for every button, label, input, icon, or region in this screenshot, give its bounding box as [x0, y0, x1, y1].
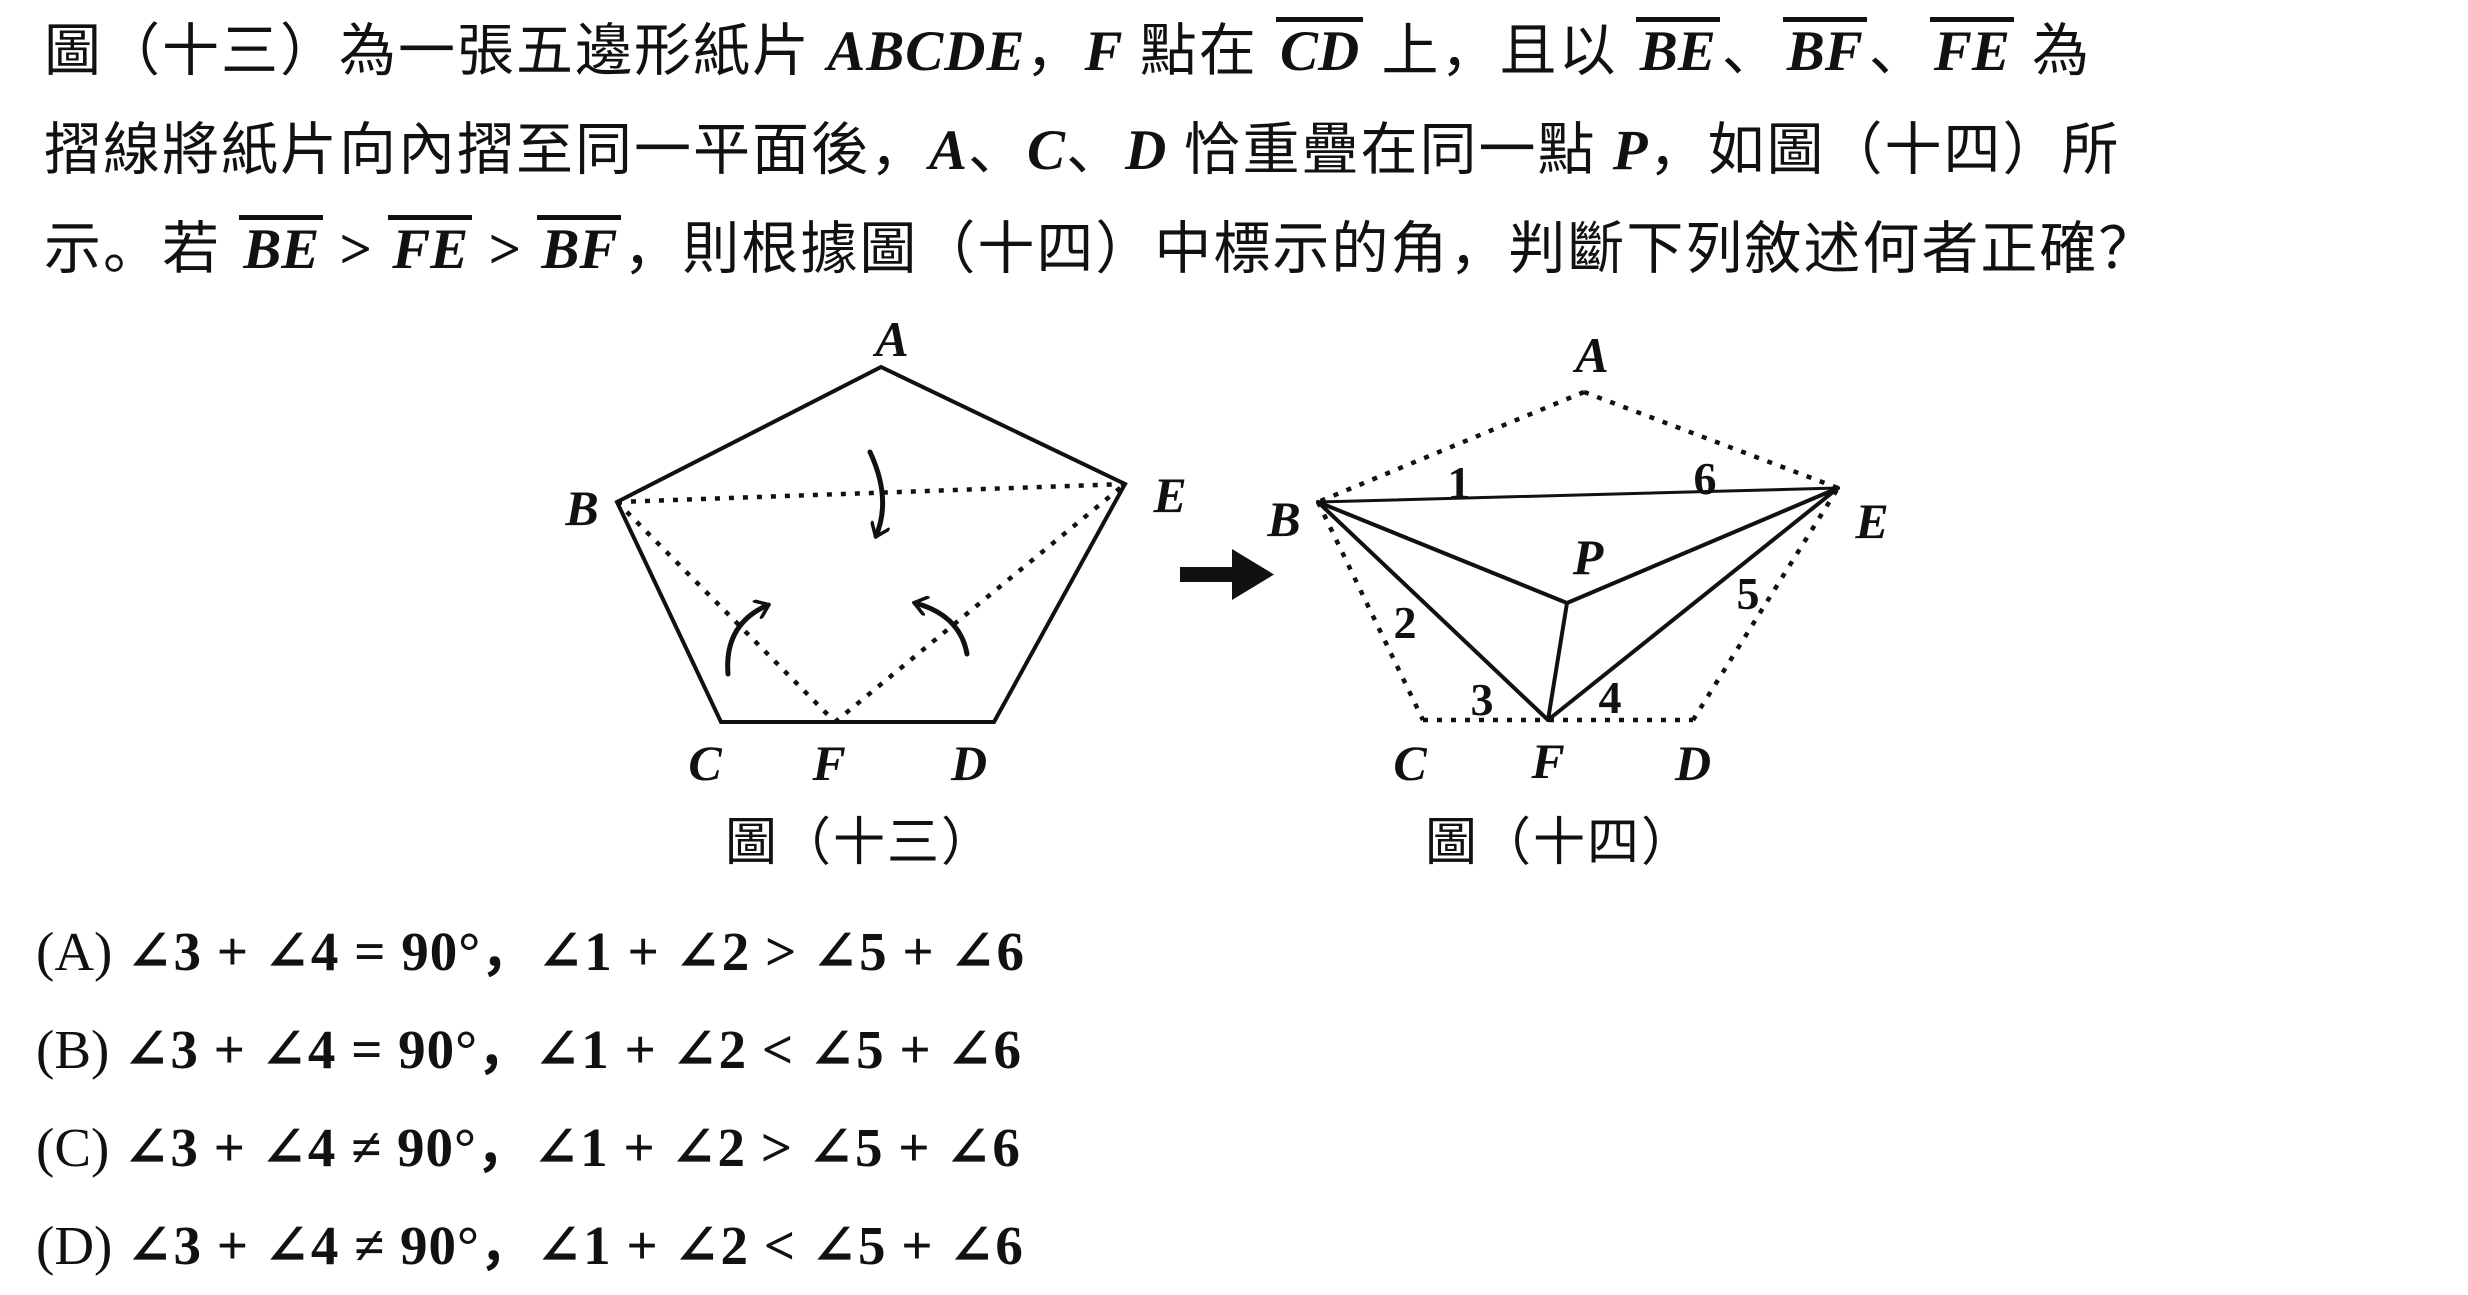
figure-13-pentagon-diagram: A B E C F D — [564, 311, 1186, 791]
text-segment: ABCDE — [827, 20, 1026, 83]
crease-PE — [1565, 486, 1840, 605]
crease-PF — [1546, 601, 1569, 722]
figure-14-folded-diagram: A B E P C F D 1 6 2 5 3 4 — [1266, 327, 1888, 791]
crease-FE — [1546, 486, 1840, 722]
option-A: (A)∠3 + ∠4 = 90°，∠1 + ∠2 > ∠5 + ∠6 — [36, 903, 1025, 1001]
ghost-edge-AE — [1583, 389, 1839, 491]
fig14-label-A: A — [1572, 327, 1608, 383]
problem-statement: 圖（十三）為一張五邊形紙片 ABCDE，F 點在 CD 上，且以 BE、BF、F… — [44, 2, 2444, 299]
text-segment: 為 — [2015, 20, 2092, 83]
text-segment: F — [1084, 20, 1124, 83]
fold-transform-arrow-icon — [1180, 549, 1274, 600]
problem-line-2: 摺線將紙片向內摺至同一平面後，A、C、D 恰重疊在同一點 P，如圖（十四）所 — [44, 101, 2444, 200]
text-segment: 恰重疊在同一點 — [1167, 119, 1613, 182]
fold-line-FE — [833, 482, 1127, 724]
fig13-label-E: E — [1152, 467, 1186, 523]
crease-BP — [1316, 500, 1569, 605]
option-C-label: (C) — [36, 1117, 110, 1178]
crease-BE — [1316, 486, 1840, 504]
answer-options: (A)∠3 + ∠4 = 90°，∠1 + ∠2 > ∠5 + ∠6 (B)∠3… — [36, 903, 1025, 1295]
fig13-label-B: B — [564, 480, 598, 536]
text-segment: A — [929, 119, 969, 182]
figure-13-caption: 圖（十三） — [724, 815, 995, 872]
fig13-label-A: A — [872, 311, 908, 367]
fig14-label-P: P — [1572, 529, 1604, 585]
ghost-edge-DE — [1691, 486, 1840, 722]
text-segment: 、 — [968, 119, 1028, 182]
fold-arrow-left-icon — [725, 605, 768, 677]
fold-arrow-top-icon — [867, 449, 883, 536]
text-segment: BF — [1782, 17, 1867, 81]
text-segment: 上，且以 — [1365, 20, 1634, 83]
fig14-angle-3: 3 — [1471, 674, 1494, 725]
text-segment: ， — [1025, 20, 1085, 83]
problem-line-1: 圖（十三）為一張五邊形紙片 ABCDE，F 點在 CD 上，且以 BE、BF、F… — [44, 2, 2444, 101]
fig13-label-D: D — [950, 735, 987, 791]
text-segment: 點在 — [1123, 20, 1275, 83]
ghost-edge-AB — [1317, 389, 1585, 505]
fold-line-BF — [615, 500, 837, 724]
fig14-label-C: C — [1393, 735, 1427, 791]
text-segment: CD — [1276, 17, 1364, 81]
option-D: (D)∠3 + ∠4 ≠ 90°，∠1 + ∠2 < ∠5 + ∠6 — [36, 1197, 1025, 1295]
fig13-label-C: C — [688, 735, 722, 791]
option-C: (C)∠3 + ∠4 ≠ 90°，∠1 + ∠2 > ∠5 + ∠6 — [36, 1099, 1025, 1197]
figure-14-caption: 圖（十四） — [1424, 815, 1695, 872]
text-segment: 、 — [1721, 20, 1781, 83]
fig14-angle-6: 6 — [1694, 453, 1717, 504]
option-B-statement: ∠3 + ∠4 = 90°，∠1 + ∠2 < ∠5 + ∠6 — [123, 1019, 1023, 1080]
text-segment: 、 — [1066, 119, 1126, 182]
text-segment: ，如圖（十四）所 — [1648, 119, 2121, 182]
text-segment: 圖（十三）為一張五邊形紙片 — [44, 20, 828, 83]
crease-BF — [1316, 500, 1550, 722]
fig14-label-B: B — [1266, 491, 1300, 547]
option-B-label: (B) — [36, 1019, 110, 1080]
fold-arrow-right-icon — [915, 603, 970, 657]
text-segment: P — [1612, 119, 1649, 182]
fig14-angle-4: 4 — [1599, 672, 1622, 723]
text-segment: C — [1027, 119, 1067, 182]
text-segment: BF — [537, 215, 622, 279]
text-segment: BE — [1635, 17, 1720, 81]
fig14-label-D: D — [1674, 735, 1711, 791]
fig14-angle-5: 5 — [1737, 568, 1760, 619]
text-segment: 摺線將紙片向內摺至同一平面後， — [44, 119, 929, 182]
fold-line-BE — [616, 481, 1126, 505]
text-segment: 示。若 — [44, 218, 238, 281]
text-segment: 、 — [1868, 20, 1928, 83]
fig14-label-F: F — [1530, 733, 1564, 789]
text-segment: ，則根據圖（十四）中標示的角，判斷下列敘述何者正確？ — [623, 218, 2158, 281]
option-D-label: (D) — [36, 1215, 113, 1276]
option-B: (B)∠3 + ∠4 = 90°，∠1 + ∠2 < ∠5 + ∠6 — [36, 1001, 1025, 1099]
pentagon-outline — [614, 364, 1128, 724]
text-segment: FE — [388, 215, 473, 279]
text-segment: > — [474, 218, 536, 281]
problem-line-3: 示。若 BE > FE > BF，則根據圖（十四）中標示的角，判斷下列敘述何者正… — [44, 200, 2444, 299]
text-segment: BE — [239, 215, 324, 279]
option-A-statement: ∠3 + ∠4 = 90°，∠1 + ∠2 > ∠5 + ∠6 — [126, 921, 1026, 982]
fig14-angle-1: 1 — [1448, 457, 1471, 508]
option-C-statement: ∠3 + ∠4 ≠ 90°，∠1 + ∠2 > ∠5 + ∠6 — [123, 1117, 1021, 1178]
option-D-statement: ∠3 + ∠4 ≠ 90°，∠1 + ∠2 < ∠5 + ∠6 — [126, 1215, 1024, 1276]
fig13-label-F: F — [811, 735, 845, 791]
text-segment: D — [1125, 119, 1168, 182]
text-segment: FE — [1929, 17, 2014, 81]
option-A-label: (A) — [36, 921, 113, 982]
fig14-label-E: E — [1854, 493, 1888, 549]
fig14-angle-2: 2 — [1394, 597, 1417, 648]
text-segment: > — [325, 218, 387, 281]
